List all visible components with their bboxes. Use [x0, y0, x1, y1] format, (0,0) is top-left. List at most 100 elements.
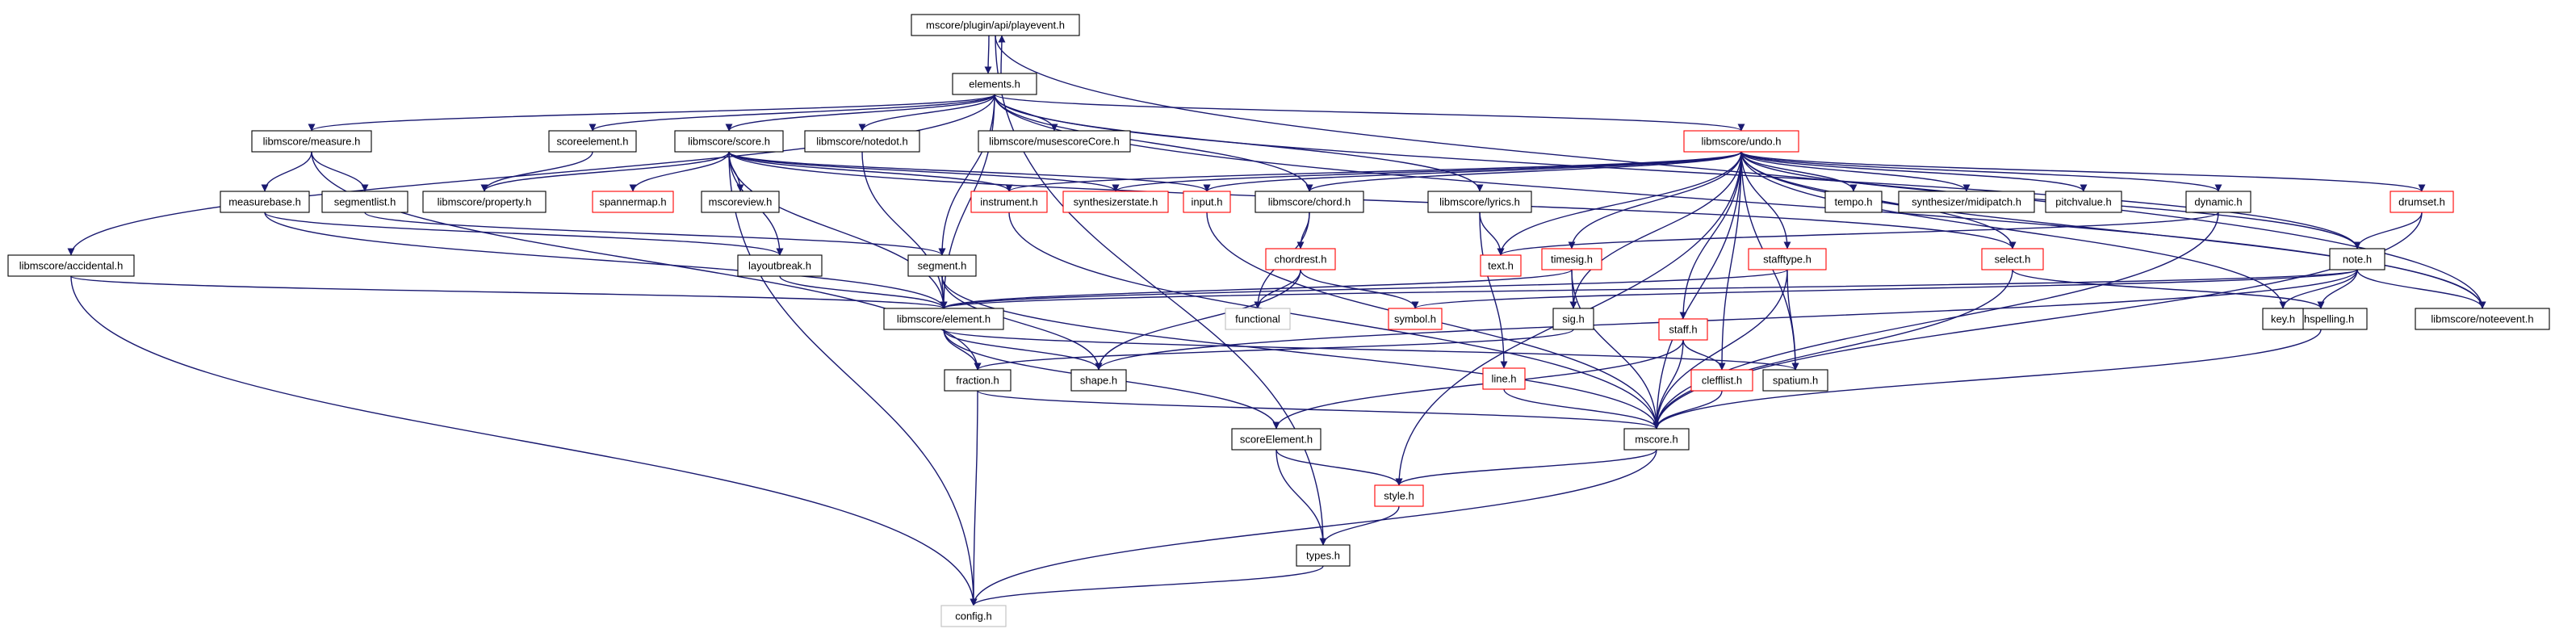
node-shape[interactable]: shape.h — [1070, 369, 1127, 392]
node-synthesizerstate[interactable]: synthesizerstate.h — [1062, 191, 1169, 213]
edge-score-to-input — [728, 151, 1211, 192]
edge-undo-to-mscore — [1652, 151, 1742, 430]
edge-undo-to-text — [1497, 151, 1742, 256]
edge-staff-to-clefflist — [1682, 339, 1726, 371]
node-stafftype[interactable]: stafftype.h — [1748, 248, 1827, 270]
node-label: timesig.h — [1551, 254, 1593, 266]
node-box — [1690, 369, 1753, 392]
edge-select-to-mscore — [1652, 269, 2013, 430]
node-key[interactable]: key.h — [2262, 308, 2304, 330]
node-property[interactable]: libmscore/property.h — [422, 191, 547, 213]
node-box — [1898, 191, 2035, 213]
node-undo[interactable]: libmscore/undo.h — [1683, 130, 1799, 153]
node-segmentlist[interactable]: segmentlist.h — [321, 191, 408, 213]
node-sig[interactable]: sig.h — [1552, 308, 1594, 330]
node-lyrics[interactable]: libmscore/lyrics.h — [1427, 191, 1532, 213]
node-fraction[interactable]: fraction.h — [944, 369, 1012, 392]
node-box — [7, 254, 135, 277]
node-box — [592, 191, 674, 213]
node-accidental[interactable]: libmscore/accidental.h — [7, 254, 135, 277]
node-config: config.h — [940, 605, 1007, 627]
node-score[interactable]: libmscore/score.h — [674, 130, 784, 153]
node-box — [2329, 248, 2385, 270]
node-note[interactable]: note.h — [2329, 248, 2385, 270]
edge-select-to-pitchspelling — [2012, 269, 2325, 309]
node-measurebase[interactable]: measurebase.h — [220, 191, 310, 213]
node-label: elements.h — [969, 78, 1020, 90]
node-box — [944, 369, 1012, 392]
edge-element-to-shape — [943, 329, 1103, 371]
node-label: pitchspelling.h — [2288, 313, 2354, 325]
node-label: line.h — [1491, 373, 1516, 385]
node-chordrest[interactable]: chordrest.h — [1265, 248, 1336, 270]
node-label: staff.h — [1669, 324, 1697, 336]
node-spatium[interactable]: spatium.h — [1762, 369, 1828, 392]
node-measure[interactable]: libmscore/measure.h — [251, 130, 372, 153]
node-select[interactable]: select.h — [1981, 248, 2044, 270]
node-label: scoreElement.h — [1240, 434, 1313, 446]
node-segment[interactable]: segment.h — [907, 254, 977, 277]
node-mscoreview[interactable]: mscoreview.h — [701, 191, 780, 213]
node-clefflist[interactable]: clefflist.h — [1690, 369, 1753, 392]
edge-lyrics-to-line — [1479, 212, 1508, 369]
node-elements[interactable]: elements.h — [952, 73, 1037, 95]
node-label: libmscore/property.h — [438, 196, 532, 208]
node-box — [2045, 191, 2122, 213]
edge-playevent-to-noteevent — [995, 35, 2486, 309]
node-label: synthesizerstate.h — [1074, 196, 1158, 208]
node-types[interactable]: types.h — [1296, 544, 1351, 567]
node-scoreElement[interactable]: scoreElement.h — [1231, 428, 1322, 451]
node-chord[interactable]: libmscore/chord.h — [1254, 191, 1364, 213]
node-box — [1552, 308, 1594, 330]
node-box — [907, 254, 977, 277]
node-box — [1183, 191, 1231, 213]
node-box — [1762, 369, 1828, 392]
node-notedot[interactable]: libmscore/notedot.h — [804, 130, 920, 153]
edge-fraction-to-config — [970, 390, 978, 606]
edge-notedot-to-element — [861, 151, 948, 309]
node-label: chordrest.h — [1274, 254, 1326, 266]
node-label: libmscore/accidental.h — [19, 260, 124, 272]
node-timesig[interactable]: timesig.h — [1541, 248, 1602, 270]
node-layoutbreak[interactable]: layoutbreak.h — [737, 254, 823, 277]
node-tempo[interactable]: tempo.h — [1824, 191, 1883, 213]
node-box — [1981, 248, 2044, 270]
edge-score-to-config — [728, 151, 978, 606]
node-line[interactable]: line.h — [1482, 367, 1526, 390]
node-musescorecore[interactable]: libmscore/musescoreCore.h — [978, 130, 1131, 153]
node-label: tempo.h — [1835, 196, 1873, 208]
node-label: pitchvalue.h — [2055, 196, 2111, 208]
edge-score-to-element — [728, 151, 948, 309]
node-box — [1225, 308, 1291, 330]
node-dynamic[interactable]: dynamic.h — [2185, 191, 2251, 213]
node-symbol[interactable]: symbol.h — [1388, 308, 1443, 330]
node-staff[interactable]: staff.h — [1658, 318, 1708, 341]
edge-elements-to-measure — [308, 94, 995, 132]
edge-sig-to-fraction — [974, 329, 1574, 371]
edge-chord-to-chordrest — [1296, 212, 1310, 249]
edge-score-to-spannermap — [629, 151, 730, 192]
node-label: segment.h — [918, 260, 967, 272]
edge-undo-to-synthesizerstate — [1112, 151, 1742, 192]
edge-undo-to-clefflist — [1718, 151, 1742, 371]
edge-score-to-synthesizerstate — [728, 151, 1120, 192]
node-drumset[interactable]: drumset.h — [2390, 191, 2454, 213]
node-element[interactable]: libmscore/element.h — [883, 308, 1004, 330]
node-box — [940, 605, 1007, 627]
node-midipatch[interactable]: synthesizer/midipatch.h — [1898, 191, 2035, 213]
node-box — [674, 130, 784, 153]
node-pitchvalue[interactable]: pitchvalue.h — [2045, 191, 2122, 213]
node-box — [970, 191, 1048, 213]
node-noteevent[interactable]: libmscore/noteevent.h — [2415, 308, 2550, 330]
node-instrument[interactable]: instrument.h — [970, 191, 1048, 213]
node-mscore[interactable]: mscore.h — [1623, 428, 1690, 451]
node-scoreelement[interactable]: scoreelement.h — [548, 130, 637, 153]
node-spannermap[interactable]: spannermap.h — [592, 191, 674, 213]
node-input[interactable]: input.h — [1183, 191, 1231, 213]
node-style[interactable]: style.h — [1374, 484, 1424, 507]
node-text[interactable]: text.h — [1480, 254, 1522, 277]
edge-fraction-to-mscore — [977, 390, 1661, 430]
edge-note-to-pitchspelling — [2317, 269, 2358, 309]
node-label: sig.h — [1562, 313, 1584, 325]
